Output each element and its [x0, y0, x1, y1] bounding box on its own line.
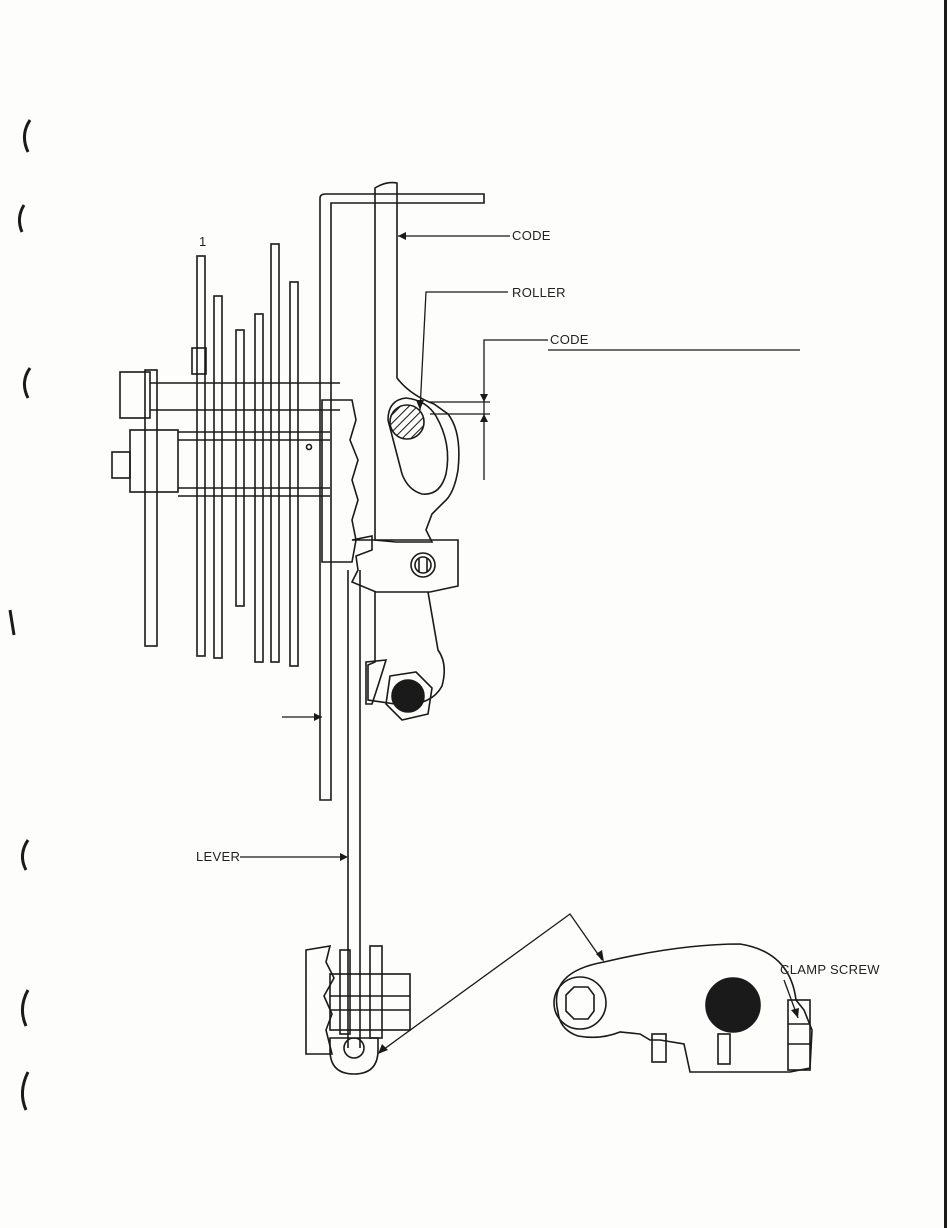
code-bar-stack — [145, 244, 298, 666]
label-roller: ROLLER — [512, 285, 566, 300]
clamp-block — [352, 536, 458, 592]
roller — [390, 405, 424, 439]
label-code-gap: CODE — [550, 332, 589, 347]
shafts — [112, 372, 340, 496]
clamp-detail — [554, 944, 812, 1072]
arrowheads — [314, 232, 799, 1054]
label-code-top: CODE — [512, 228, 551, 243]
label-lever: LEVER — [196, 849, 240, 864]
label-clamp-screw: CLAMP SCREW — [780, 962, 880, 977]
label-number-one: 1 — [199, 234, 207, 249]
lower-pivot — [306, 946, 410, 1074]
bracket-plate — [322, 400, 358, 562]
page-edge — [944, 0, 947, 1228]
leader-lines — [240, 236, 800, 1052]
binder-marks — [10, 120, 30, 1110]
